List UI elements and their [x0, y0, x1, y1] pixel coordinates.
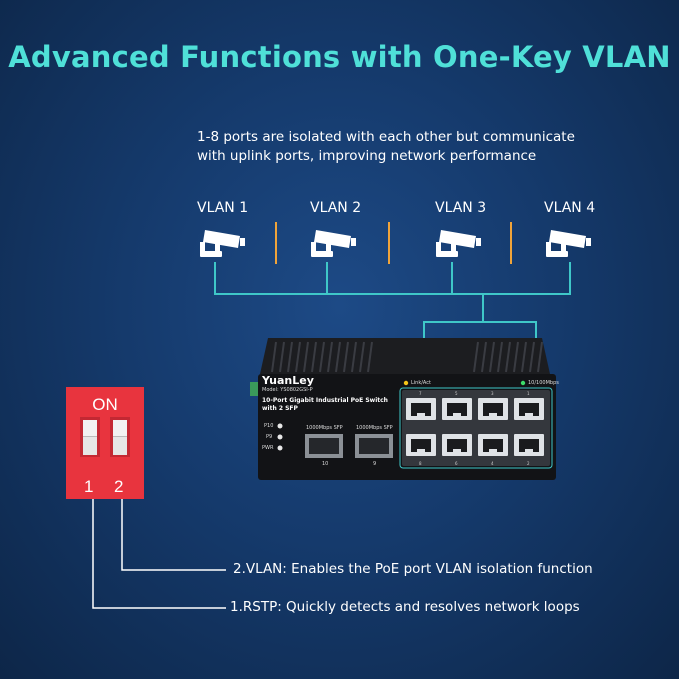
port-number: 2: [527, 461, 530, 466]
speed-label: 10/100Mbps: [528, 380, 559, 386]
security-camera-icon: [307, 222, 359, 262]
vlan-separator: [275, 222, 277, 264]
switch-model: Model: YS0802GSI-P: [262, 387, 313, 393]
callout-vlan: 2.VLAN: Enables the PoE port VLAN isolat…: [233, 561, 593, 577]
sfp-left-label: 1000Mbps SFP: [306, 425, 343, 431]
security-camera-icon: [432, 222, 484, 262]
dip-toggle-1[interactable]: [80, 417, 100, 457]
port-number: 7: [419, 391, 422, 396]
dip-number-2: 2: [114, 477, 124, 496]
description: 1-8 ports are isolated with each other b…: [197, 128, 637, 166]
switch-brand-logo: YuanLey: [262, 374, 314, 387]
description-line-1: 1-8 ports are isolated with each other b…: [197, 129, 575, 145]
sfp-right-number: 9: [373, 461, 377, 467]
dip-on-label: ON: [92, 395, 118, 414]
vlan-2-label: VLAN 2: [310, 200, 362, 216]
led-label-p10: P10: [264, 423, 274, 429]
port-number: 6: [455, 461, 458, 466]
vlan-1-label: VLAN 1: [197, 200, 249, 216]
rj45-port-grid: [406, 398, 544, 456]
link-act-label: Link/Act: [411, 380, 431, 386]
sfp-right-label: 1000Mbps SFP: [356, 425, 393, 431]
port-number: 8: [419, 461, 422, 466]
network-switch: YuanLey Model: YS0802GSI-P 10-Port Gigab…: [250, 334, 560, 482]
vlan-separator: [388, 222, 390, 264]
port-number: 3: [491, 391, 494, 396]
headline: Advanced Functions with One-Key VLAN: [8, 40, 671, 74]
switch-name-line-1: 10-Port Gigabit Industrial PoE Switch: [262, 397, 388, 404]
led-label-p9: P9: [266, 434, 273, 440]
port-number: 4: [491, 461, 494, 466]
description-line-2: with uplink ports, improving network per…: [197, 148, 537, 164]
vlan-3-label: VLAN 3: [435, 200, 487, 216]
dip-switch: ON 1 2: [66, 387, 144, 499]
callout-rstp: 1.RSTP: Quickly detects and resolves net…: [230, 599, 580, 615]
security-camera-icon: [196, 222, 248, 262]
switch-name-line-2: with 2 SFP: [262, 405, 298, 412]
vlan-separator: [510, 222, 512, 264]
vlan-4-label: VLAN 4: [544, 200, 596, 216]
port-number: 5: [455, 391, 458, 396]
sfp-left-number: 10: [322, 461, 329, 467]
dip-toggle-2[interactable]: [110, 417, 130, 457]
dip-number-1: 1: [84, 477, 94, 496]
port-number: 1: [527, 391, 530, 396]
security-camera-icon: [542, 222, 594, 262]
led-label-pwr: PWR: [262, 445, 274, 451]
